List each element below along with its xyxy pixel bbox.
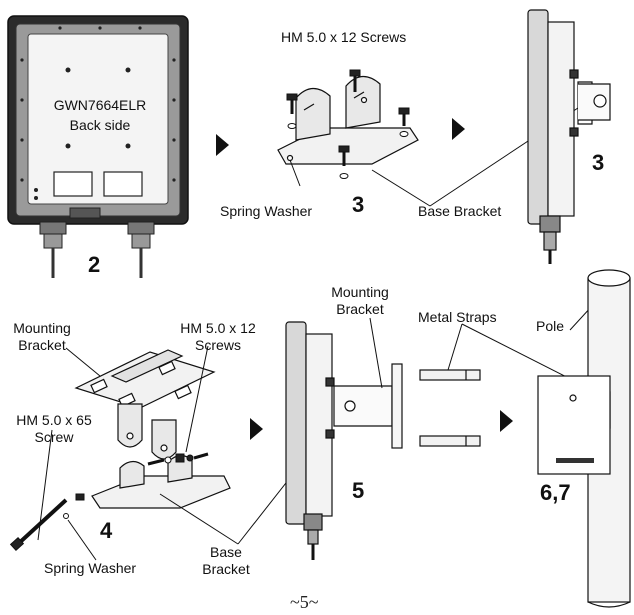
page-number: ~5~: [290, 592, 319, 612]
base-bracket-label-bottom: Base Bracket: [190, 544, 262, 578]
metal-straps: [419, 369, 481, 447]
spring-washer-label-bottom: Spring Washer: [44, 560, 137, 576]
device-side-label: Back side: [69, 117, 131, 133]
device-back-panel: [7, 15, 189, 278]
mounting-bracket-exploded: [74, 349, 216, 460]
hm-12-screws-bottom-line-1: HM 5.0 x 12: [180, 320, 256, 336]
mounting-bracket-left-line-2: Bracket: [18, 337, 66, 353]
pole-assembly: [537, 269, 631, 608]
arrow-step-3-to-3: [452, 118, 465, 140]
step-3-right-number: 3: [592, 150, 605, 175]
step-4-number: 4: [100, 518, 113, 543]
step-3-center-number: 3: [352, 192, 365, 217]
hm-12-screws-label-bottom: HM 5.0 x 12 Screws: [166, 320, 270, 354]
hm-12-screws-label-top: HM 5.0 x 12 Screws: [281, 29, 407, 45]
mounting-bracket-left-line-1: Mounting: [13, 320, 71, 336]
base-bracket-bottom-line-2: Bracket: [202, 561, 250, 577]
step-5-number: 5: [352, 478, 365, 503]
step-6-7-number: 6,7: [540, 480, 571, 505]
hm-65-screw-line-1: HM 5.0 x 65: [16, 412, 92, 428]
step-2-number: 2: [88, 252, 101, 277]
device-side-bottom: [285, 321, 403, 560]
metal-straps-label: Metal Straps: [418, 309, 497, 325]
mounting-bracket-center-line-2: Bracket: [336, 301, 384, 317]
mounting-bracket-label-center: Mounting Bracket: [320, 284, 400, 318]
leader-lines-bottom-left: [37, 345, 327, 561]
arrow-step-5-to-67: [500, 410, 513, 432]
pole-label: Pole: [536, 318, 565, 334]
mounting-bracket-center-line-1: Mounting: [331, 284, 389, 300]
base-bracket-label-top: Base Bracket: [418, 203, 502, 219]
device-side-top-right: [527, 9, 611, 264]
arrow-step-2-to-3: [216, 134, 229, 156]
screws-top: [286, 69, 410, 179]
arrow-step-4-to-5: [250, 418, 263, 440]
spring-washer-label-top: Spring Washer: [220, 203, 313, 219]
hm-65-screw-line-2: Screw: [34, 429, 74, 445]
hm-12-screws-bottom-line-2: Screws: [195, 337, 241, 353]
screws-bottom: [9, 452, 209, 552]
base-bracket-bottom: [91, 454, 231, 509]
device-model-label: GWN7664ELR: [53, 97, 147, 113]
mounting-bracket-label-left: Mounting Bracket: [2, 320, 82, 354]
hm-65-screw-label: HM 5.0 x 65 Screw: [4, 412, 104, 446]
base-bracket-bottom-line-1: Base: [210, 544, 242, 560]
